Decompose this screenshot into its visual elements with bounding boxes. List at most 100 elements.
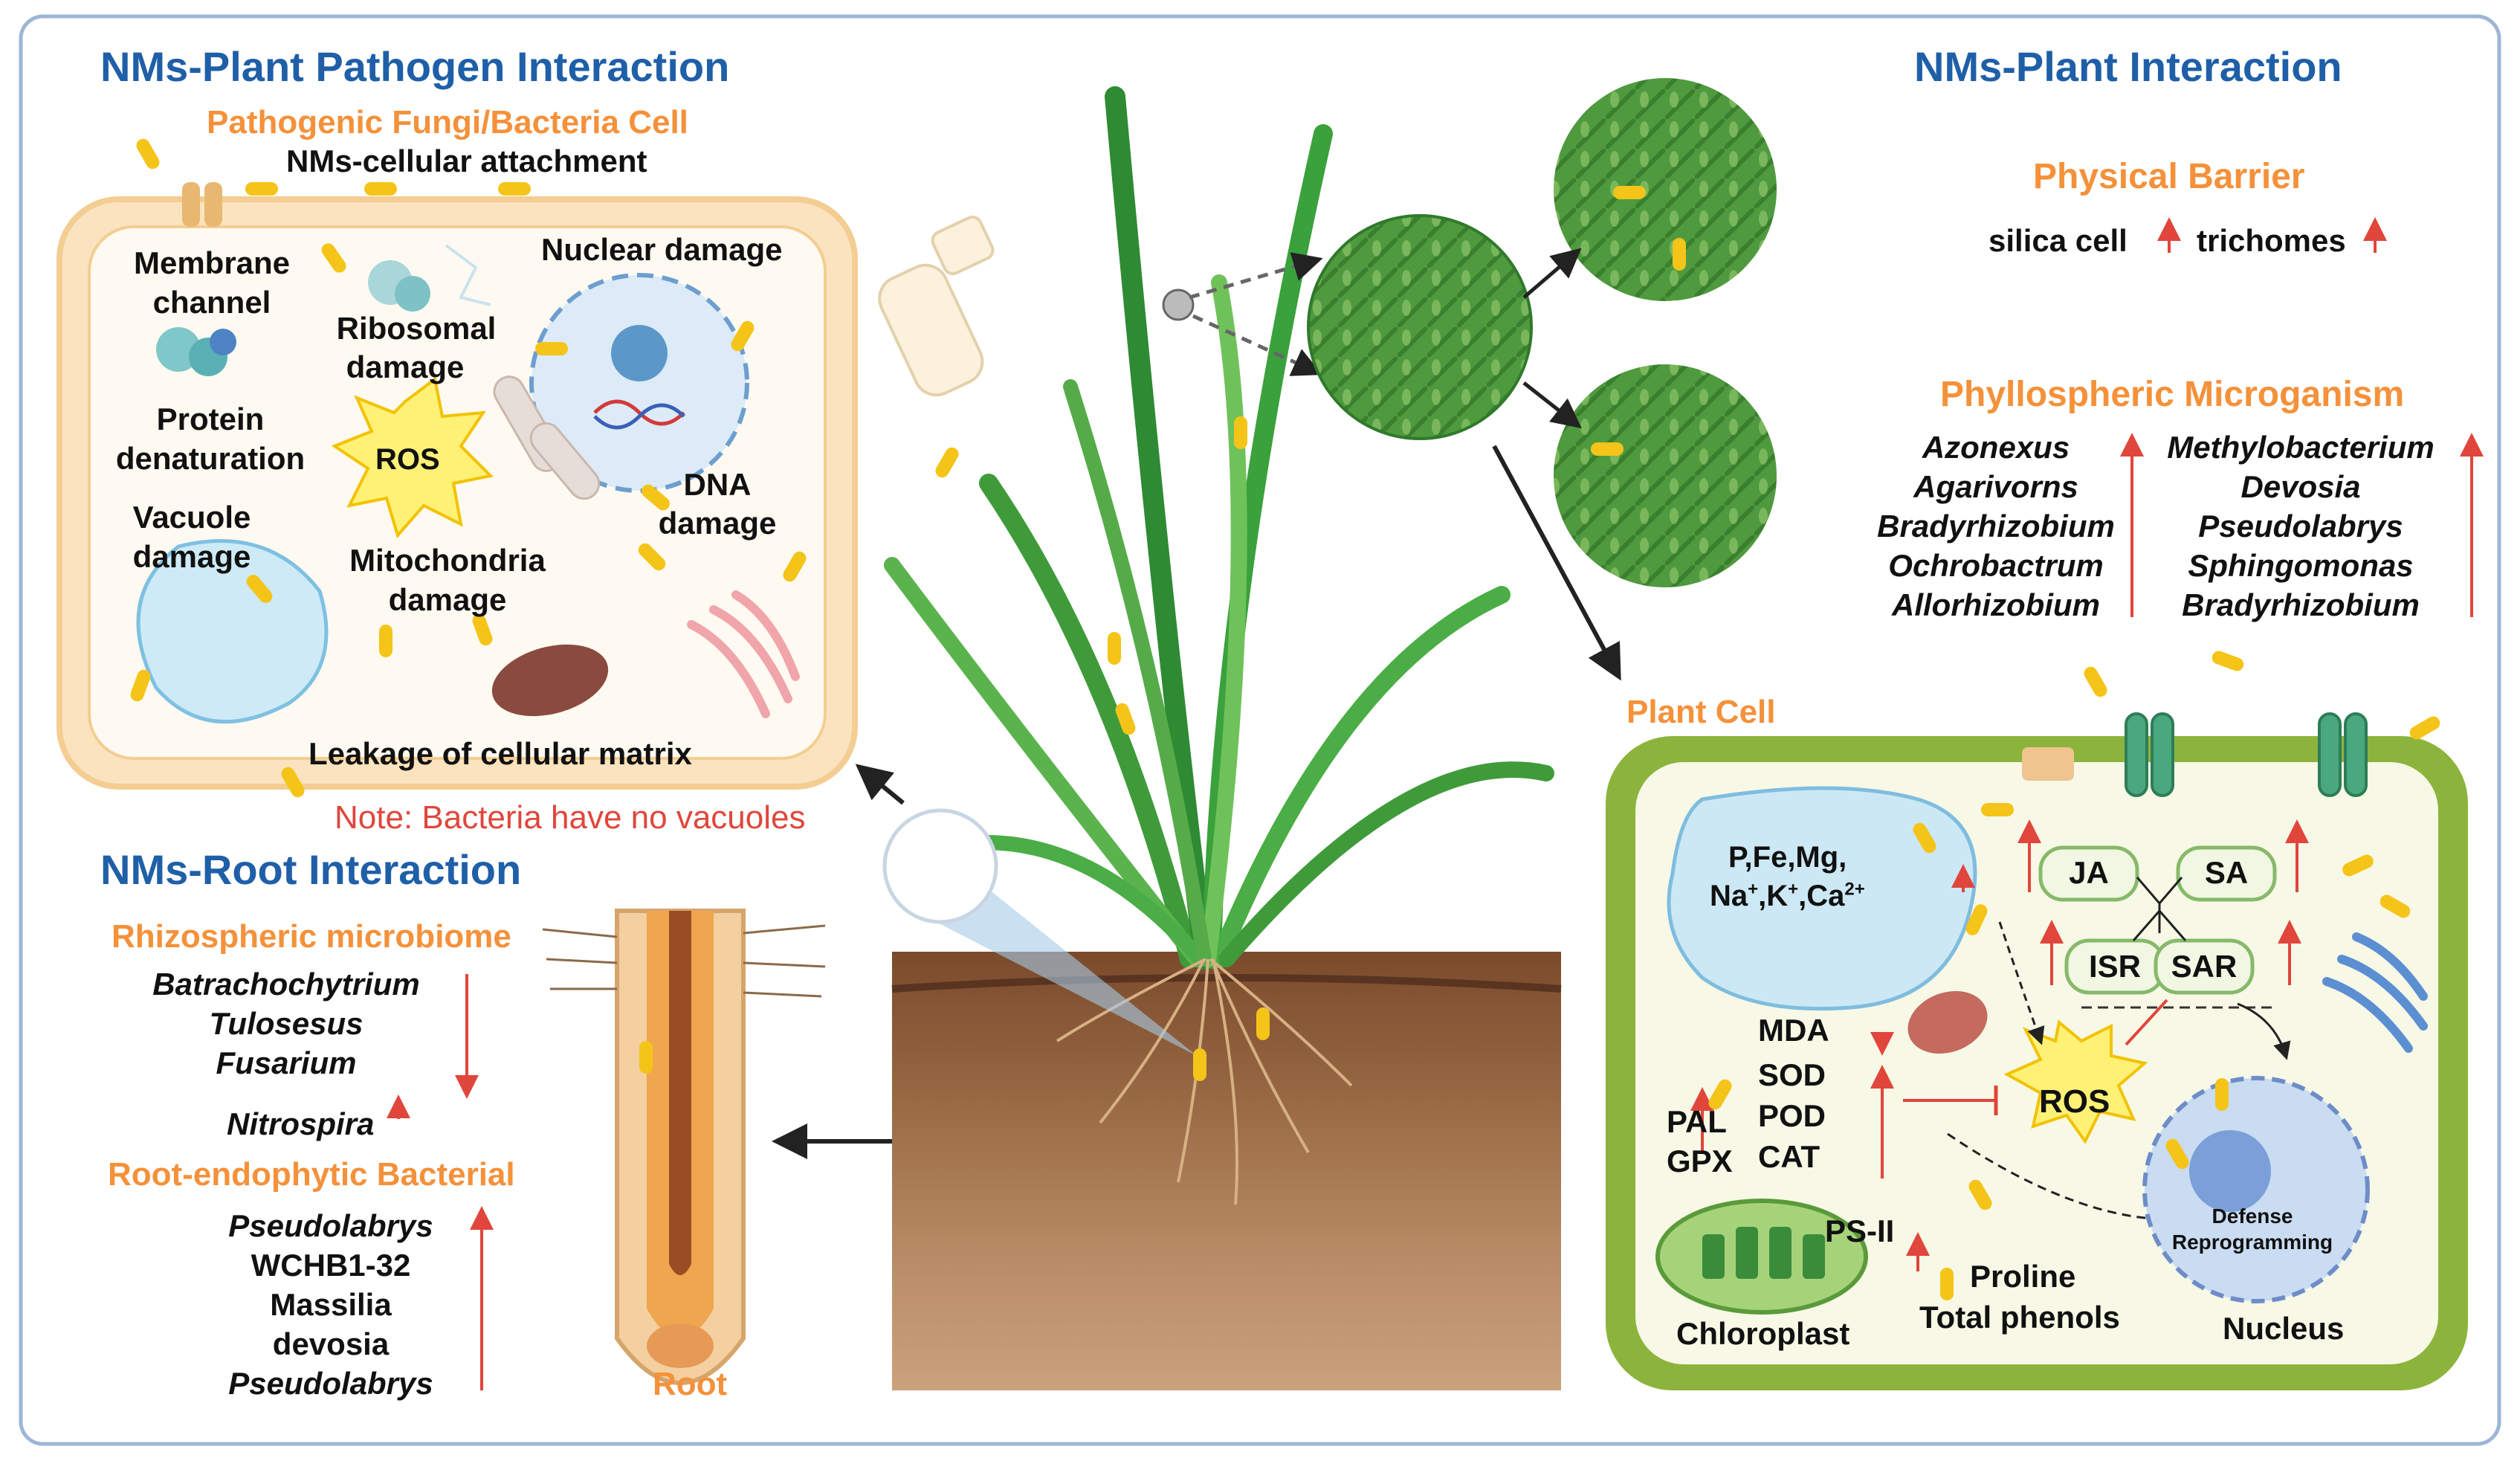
- attachment-label: NMs-cellular attachment: [286, 144, 647, 178]
- vacuole-damage-label-2: damage: [132, 539, 251, 574]
- root-label: Root: [653, 1366, 728, 1402]
- plant-golgi: [2322, 932, 2428, 1053]
- ion-na: Na: [1710, 880, 1748, 912]
- leaf-zoom-bottom: [1554, 364, 1777, 587]
- phyllo-right-5: Bradyrhizobium: [2182, 587, 2420, 622]
- trichomes-label: trichomes: [2197, 223, 2346, 258]
- ion-na-charge: +: [1748, 879, 1759, 900]
- phyllo-right-4: Sphingomonas: [2188, 548, 2414, 583]
- sa-label: SA: [2204, 855, 2249, 890]
- nucleus-label: Nucleus: [2223, 1311, 2345, 1346]
- rhizosphere-title: Rhizospheric microbiome: [112, 918, 511, 955]
- phyllo-right-1: Methylobacterium: [2167, 430, 2435, 465]
- pathogen-mitochondrion: [491, 644, 609, 717]
- pod-label: POD: [1758, 1098, 1826, 1133]
- dna-damage-label-2: damage: [658, 506, 777, 541]
- phyllo-left-3: Bradyrhizobium: [1877, 509, 2115, 544]
- defense-label-1: Defense: [2212, 1205, 2293, 1228]
- silica-label: silica cell: [1988, 223, 2128, 258]
- mitochondria-damage-label-2: damage: [388, 582, 507, 617]
- gpx-label: GPX: [1667, 1144, 1733, 1178]
- protein-denaturation-label-2: denaturation: [115, 441, 306, 476]
- ros-label-pathogen: ROS: [375, 443, 440, 476]
- phenols-label: Total phenols: [1919, 1300, 2120, 1335]
- nanomaterial-particles: [130, 138, 2440, 1300]
- ion-k-charge: +: [1788, 879, 1799, 900]
- membrane-receptors: [2125, 712, 2368, 797]
- ros-burst-plant: [2003, 1019, 2148, 1144]
- leakage-label: Leakage of cellular matrix: [308, 736, 692, 771]
- leaf-zoom-top: [1554, 78, 1777, 301]
- ja-label: JA: [2069, 855, 2109, 890]
- chloroplast-label: Chloroplast: [1676, 1316, 1850, 1351]
- plant-cell-title: Plant Cell: [1626, 694, 1776, 730]
- sod-label: SOD: [1758, 1057, 1826, 1092]
- protein-shape: [156, 327, 236, 376]
- phyllo-right-3: Pseudolabrys: [2198, 509, 2403, 544]
- phyllo-left-1: Azonexus: [1922, 430, 2070, 465]
- sar-label: SAR: [2171, 949, 2238, 984]
- psii-label: PS-II: [1825, 1213, 1895, 1248]
- spray-bottle: [878, 215, 995, 397]
- endophytic-4: devosia: [272, 1326, 390, 1361]
- change-arrows: [387, 217, 2484, 1390]
- rhizo-increase: Nitrospira: [227, 1106, 375, 1141]
- pal-label: PAL: [1667, 1104, 1727, 1139]
- rhizo-decrease-1: Batrachochytrium: [152, 967, 420, 1002]
- ros-label-plant: ROS: [2039, 1083, 2110, 1120]
- barrier-title: Physical Barrier: [2033, 157, 2305, 196]
- endophytic-1: Pseudolabrys: [228, 1208, 433, 1243]
- membrane-channel-label-2: channel: [152, 285, 271, 320]
- chloroplast: [1655, 1199, 1868, 1315]
- ion-k: ,K: [1758, 880, 1789, 912]
- ribosomal-damage-label-1: Ribosomal: [336, 311, 497, 346]
- ros-burst-pathogen: [331, 376, 494, 539]
- nuclear-damage-label: Nuclear damage: [541, 232, 783, 267]
- bacteria-note: Note: Bacteria have no vacuoles: [335, 799, 806, 836]
- ion-ca-charge: 2+: [1844, 879, 1865, 900]
- rhizo-decrease-3: Fusarium: [216, 1045, 357, 1080]
- membrane-channel-shape: [182, 182, 222, 227]
- mitochondria-damage-label-1: Mitochondria: [349, 543, 546, 578]
- phyllo-right-2: Devosia: [2240, 469, 2361, 504]
- dna-damage-label-1: DNA: [683, 467, 752, 502]
- root-panel-title: NMs-Root Interaction: [100, 846, 522, 893]
- pathogen-cell-label: Pathogenic Fungi/Bacteria Cell: [207, 104, 688, 141]
- ribosome-shape: [368, 244, 491, 312]
- protein-denaturation-label-1: Protein: [156, 402, 265, 436]
- proline-label: Proline: [1970, 1259, 2076, 1294]
- rhizo-decrease-2: Tulosesus: [209, 1006, 364, 1041]
- plant-panel-title: NMs-Plant Interaction: [1914, 43, 2342, 90]
- soil-magnifier: [882, 808, 998, 924]
- vacuole-damage-label-1: Vacuole: [132, 500, 251, 535]
- plant-vacuole: [1667, 786, 1977, 1011]
- pathogen-nucleus: [529, 273, 749, 493]
- phyllo-left-5: Allorhizobium: [1892, 587, 2100, 622]
- er-shape: [493, 375, 601, 500]
- endophytic-5: Pseudolabrys: [228, 1366, 433, 1401]
- endophytic-3: Massilia: [270, 1287, 392, 1322]
- ions-line-2: Na+,K+,Ca2+: [1710, 879, 1865, 913]
- soil: [892, 952, 1561, 1390]
- phyllo-title: Phyllospheric Microganism: [1940, 375, 2405, 414]
- cat-label: CAT: [1758, 1139, 1820, 1174]
- pathogen-panel-title: NMs-Plant Pathogen Interaction: [100, 43, 730, 90]
- hormone-nodes: [2038, 845, 2277, 995]
- isr-label: ISR: [2088, 949, 2142, 984]
- ions-line-1: P,Fe,Mg,: [1728, 841, 1847, 874]
- phyllo-left-4: Ochrobactrum: [1888, 548, 2104, 583]
- ion-ca: ,Ca: [1798, 880, 1845, 912]
- phyllo-left-2: Agarivorns: [1913, 469, 2078, 504]
- root-illustration: [542, 909, 826, 1385]
- pathogen-golgi: [687, 590, 800, 718]
- pathogen-vacuole: [136, 539, 329, 724]
- endophytic-title: Root-endophytic Bacterial: [108, 1156, 515, 1193]
- ribosomal-damage-label-2: damage: [346, 349, 465, 384]
- leaf-zoom-main: [1307, 214, 1533, 440]
- endophytic-2: WCHB1-32: [251, 1248, 411, 1283]
- defense-label-2: Reprogramming: [2171, 1231, 2333, 1254]
- mda-label: MDA: [1758, 1013, 1829, 1048]
- plant-mitochondrion: [1907, 990, 1988, 1054]
- membrane-channel-label-1: Membrane: [133, 245, 291, 280]
